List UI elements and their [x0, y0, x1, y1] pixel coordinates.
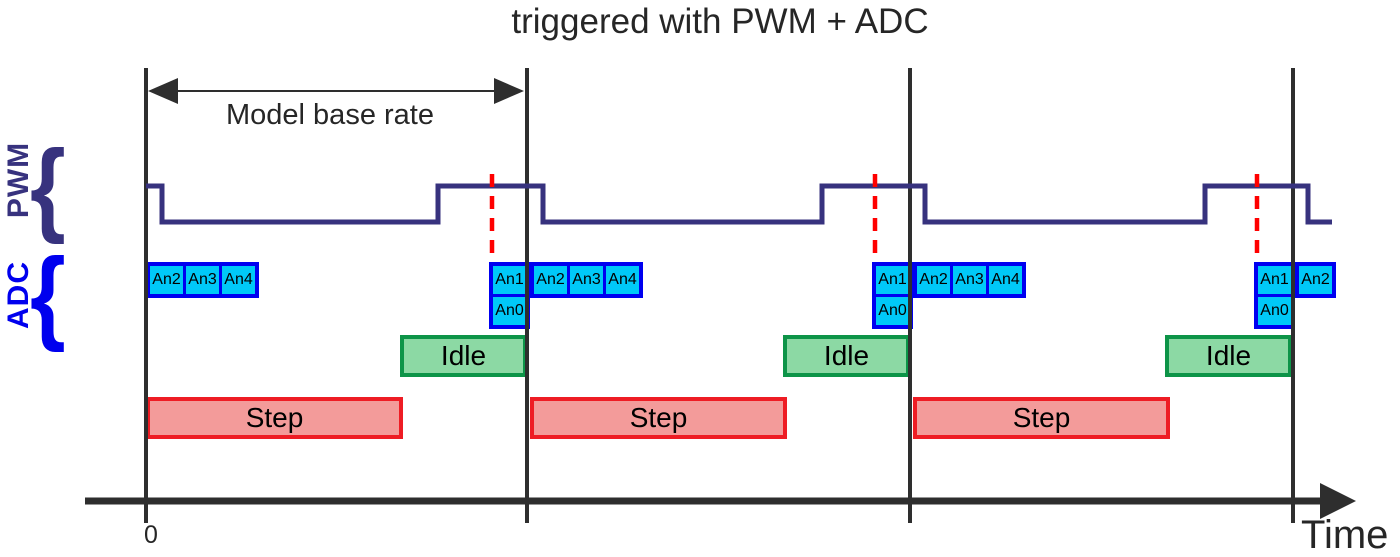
adc-row-top: An2 — [1299, 266, 1332, 294]
adc-row-bottom: An0 — [876, 297, 909, 325]
adc-cell: An1 — [1258, 266, 1291, 294]
idle-block: Idle — [783, 335, 910, 377]
adc-cell: An1 — [493, 266, 526, 294]
adc-cell: An1 — [876, 266, 909, 294]
adc-cell: An4 — [222, 266, 255, 294]
adc-cell: An4 — [606, 266, 639, 294]
adc-row-bottom: An0 — [493, 297, 526, 325]
step-block: Step — [530, 397, 787, 439]
adc-cell: An2 — [150, 266, 183, 294]
adc-row-top: An1 — [493, 266, 526, 294]
adc-cell: An2 — [534, 266, 567, 294]
adc-cell: An2 — [917, 266, 950, 294]
adc-cell: An0 — [1258, 297, 1291, 325]
adc-cell: An0 — [876, 297, 909, 325]
base-rate-label: Model base rate — [226, 99, 434, 131]
adc-cell: An4 — [989, 266, 1022, 294]
diagram-title: triggered with PWM + ADC — [511, 2, 929, 41]
adc-row-bottom: An0 — [1258, 297, 1291, 325]
time-axis-label: Time — [1301, 513, 1389, 557]
step-block: Step — [913, 397, 1170, 439]
adc-row-top: An1 — [1258, 266, 1291, 294]
adc-group: An2 — [1295, 262, 1336, 298]
idle-block: Idle — [400, 335, 527, 377]
step-block: Step — [146, 397, 403, 439]
adc-brace: { — [29, 236, 66, 354]
adc-cell: An2 — [1299, 266, 1332, 294]
idle-block: Idle — [1165, 335, 1292, 377]
adc-row-top: An1 — [876, 266, 909, 294]
axis-origin-label: 0 — [144, 521, 158, 549]
adc-cell: An3 — [186, 266, 219, 294]
adc-cell: An0 — [493, 297, 526, 325]
pwm-brace: { — [29, 128, 66, 246]
adc-cell: An3 — [570, 266, 603, 294]
adc-cell: An3 — [953, 266, 986, 294]
